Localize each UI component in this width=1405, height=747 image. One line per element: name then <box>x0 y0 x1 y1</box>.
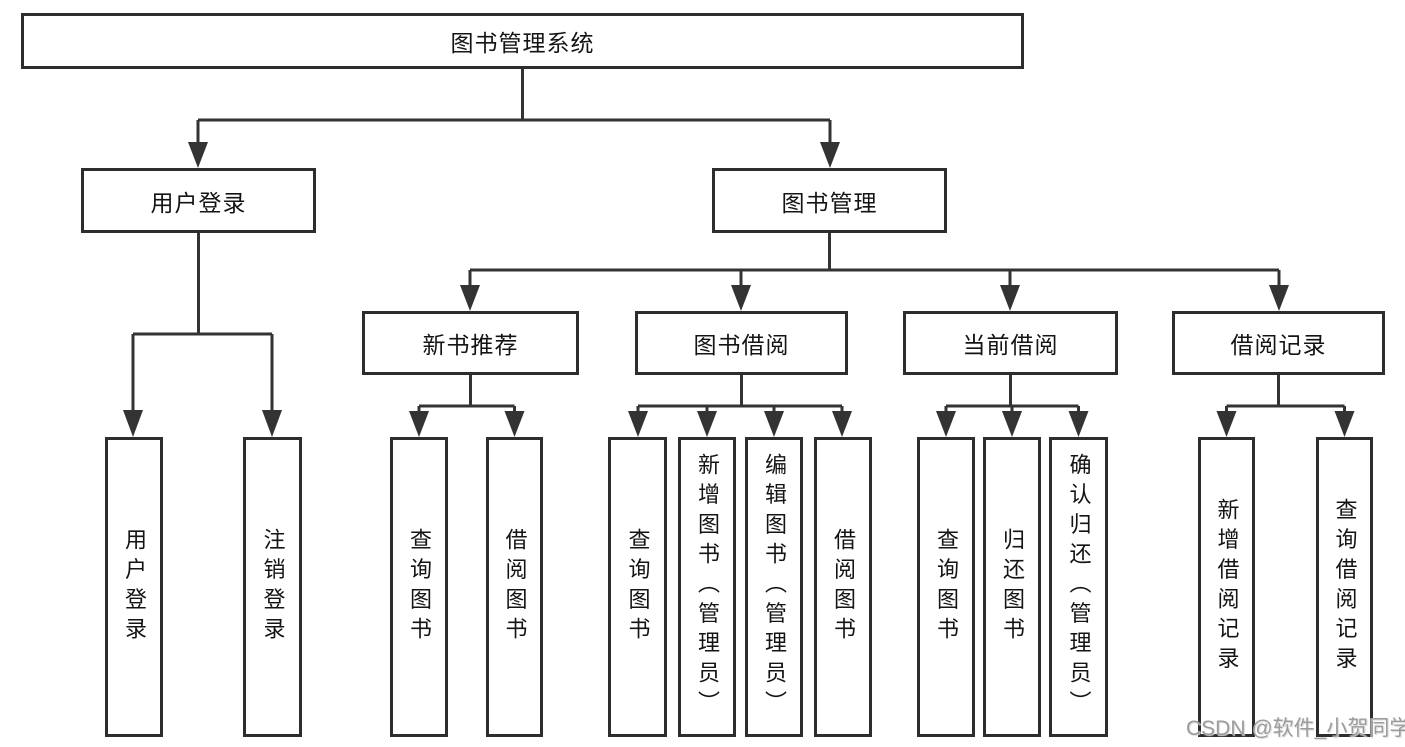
leaf-logout: 注销登录 <box>243 437 302 737</box>
leaf-rec-borrow-books: 借阅图书 <box>486 437 543 737</box>
leaf-br-add-record: 新增借阅记录 <box>1198 437 1255 737</box>
node-book-borrowing: 图书借阅 <box>635 311 848 375</box>
leaf-cb-query-books: 查询图书 <box>917 437 975 737</box>
node-borrowing-records: 借阅记录 <box>1172 311 1385 375</box>
leaf-bb-edit-books-admin: 编辑图书（管理员） <box>745 437 803 737</box>
leaf-rec-query-books: 查询图书 <box>390 437 448 737</box>
leaf-bb-add-books-admin: 新增图书（管理员） <box>678 437 736 737</box>
watermark: CSDN @软件_小贺同学 <box>1186 717 1405 740</box>
leaf-bb-query-books: 查询图书 <box>608 437 667 737</box>
node-root: 图书管理系统 <box>21 13 1024 69</box>
leaf-bb-borrow-books: 借阅图书 <box>814 437 872 737</box>
leaf-user-login: 用户登录 <box>105 437 163 737</box>
leaf-br-query-record: 查询借阅记录 <box>1316 437 1373 737</box>
leaf-cb-confirm-return-admin: 确认归还（管理员） <box>1049 437 1108 737</box>
leaf-cb-return-books: 归还图书 <box>983 437 1041 737</box>
node-current-borrowing: 当前借阅 <box>903 311 1118 375</box>
node-new-book-recommend: 新书推荐 <box>362 311 579 375</box>
node-user-login: 用户登录 <box>81 168 316 233</box>
node-book-management: 图书管理 <box>712 168 947 233</box>
